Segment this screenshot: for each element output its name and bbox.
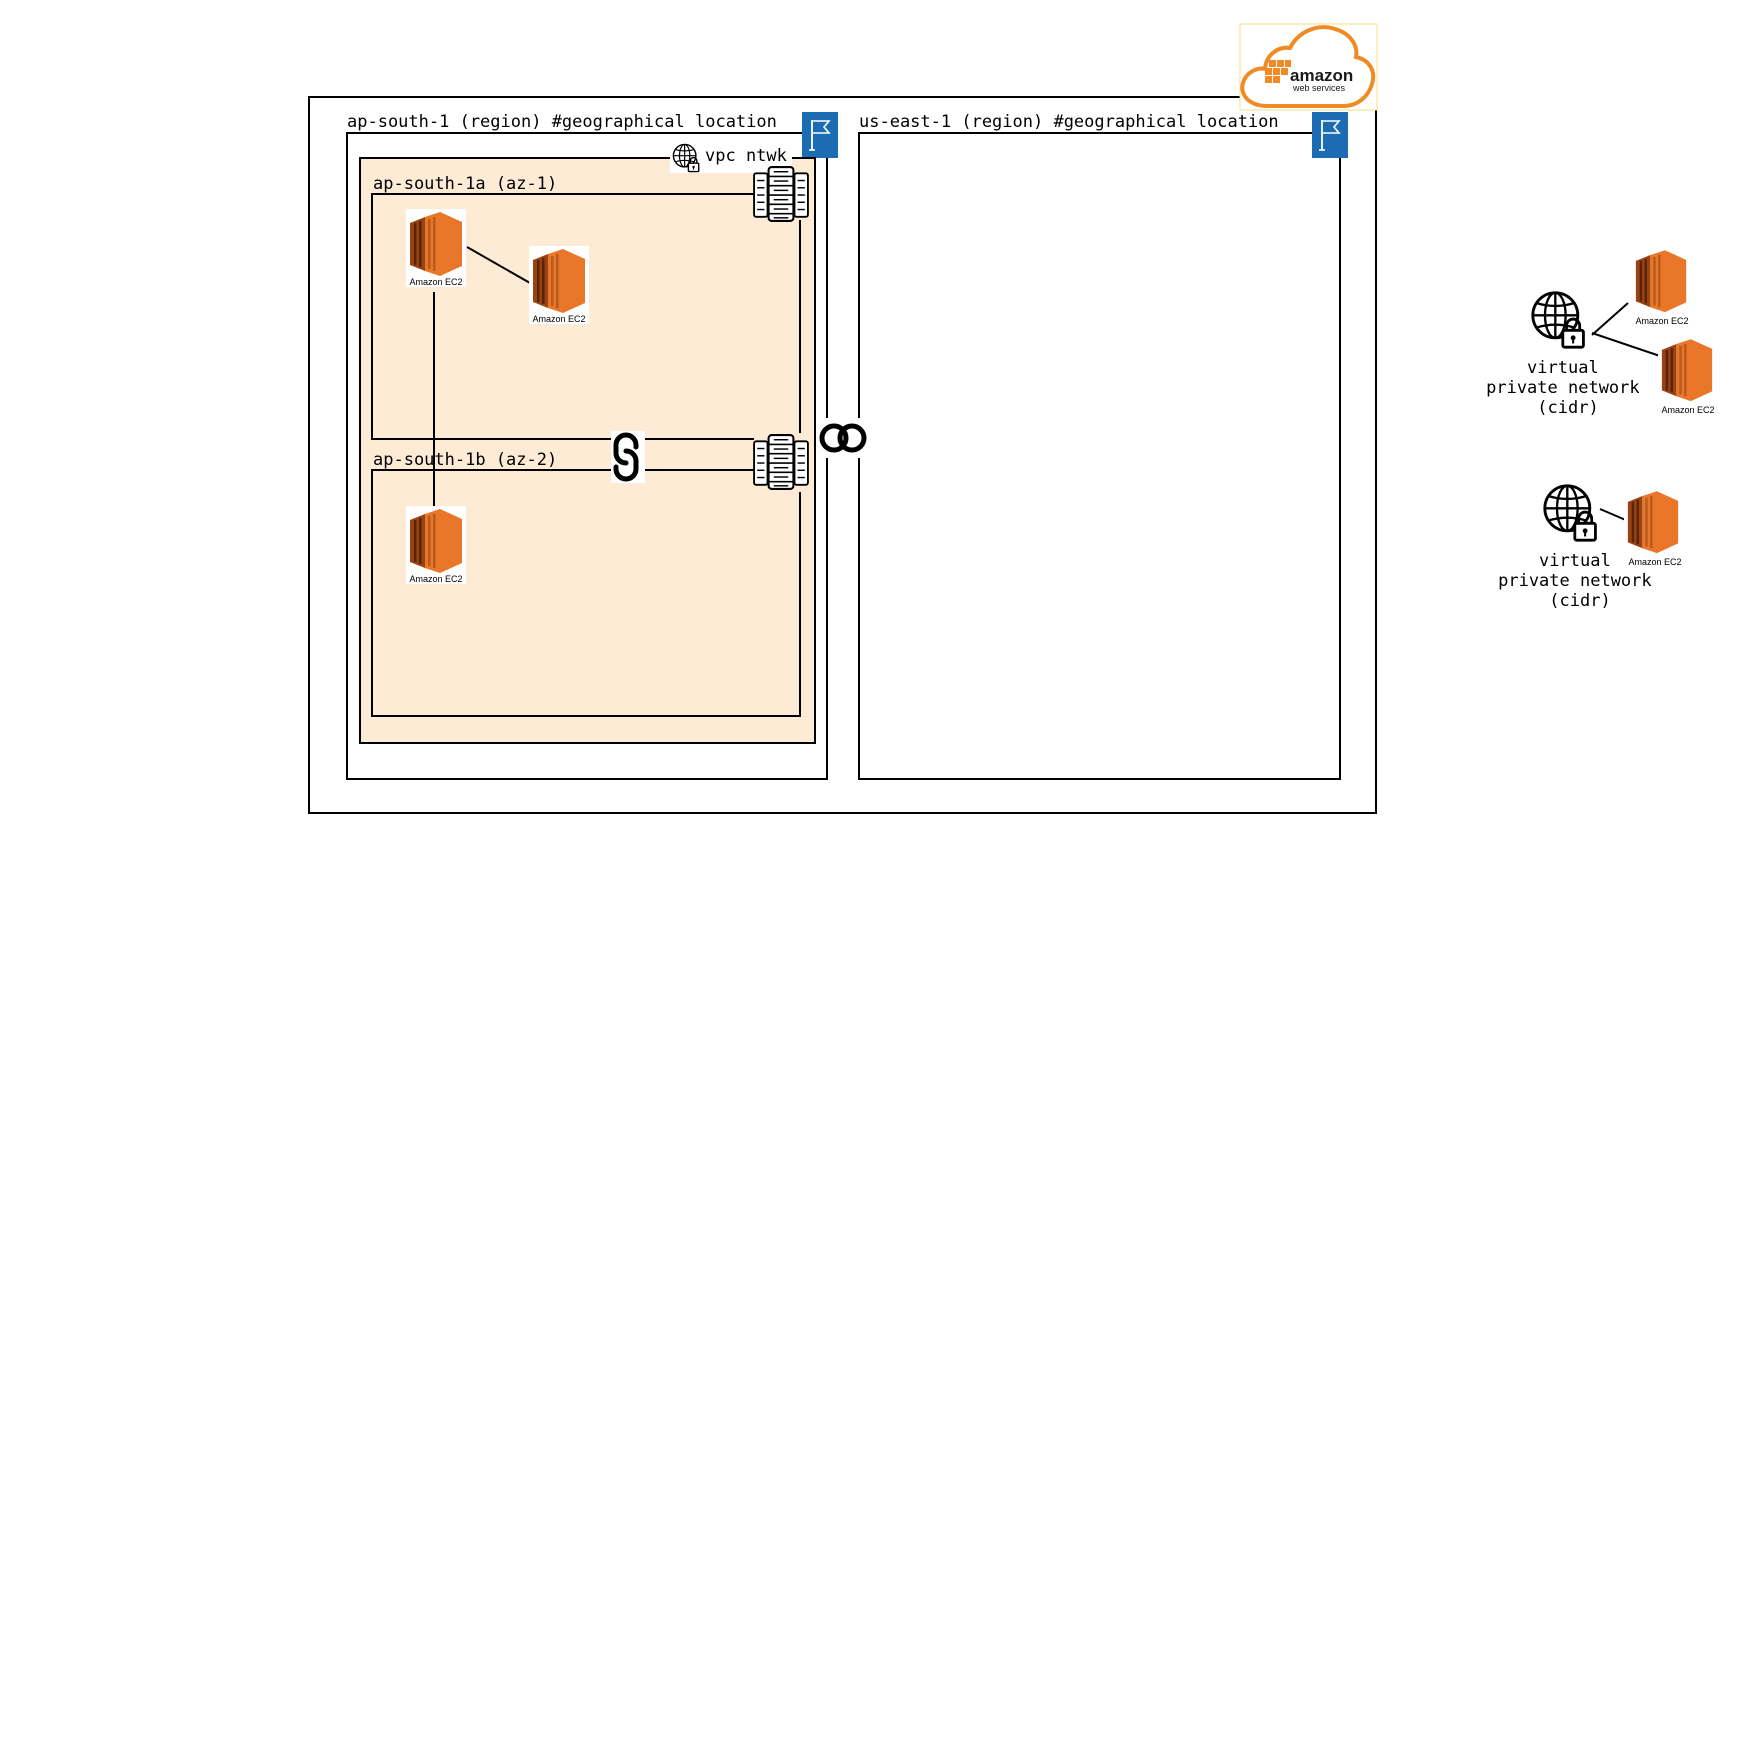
region-flag-icon — [802, 112, 838, 158]
aws-logo-word: amazon — [1290, 66, 1353, 85]
aws-logo: amazon web services — [1239, 23, 1378, 111]
ec2-label: Amazon EC2 — [532, 314, 585, 324]
ec2-instance: Amazon EC2 — [1632, 247, 1690, 326]
az-2-label: ap-south-1b (az-2) — [373, 450, 557, 470]
az-1-server-rack-icon — [753, 166, 809, 222]
az-2-box — [371, 469, 801, 717]
ec2-instance: Amazon EC2 — [1658, 336, 1716, 415]
ec2-label: Amazon EC2 — [409, 277, 462, 287]
vpn-legend-label: virtual private network (cidr) — [1486, 358, 1650, 418]
region-flag-icon — [1312, 112, 1348, 158]
aws-cloud-boundary — [308, 96, 1377, 814]
ec2-instance: Amazon EC2 — [1624, 488, 1682, 567]
az-1-box — [371, 193, 754, 440]
ec2-label: Amazon EC2 — [1635, 316, 1688, 326]
ec2-instance: Amazon EC2 — [406, 209, 466, 287]
ec2-label: Amazon EC2 — [409, 574, 462, 584]
vpn-connection-line — [1599, 508, 1629, 522]
ec2-instance: Amazon EC2 — [406, 506, 466, 584]
ec2-connection-line — [466, 246, 531, 284]
vpn-legend-label: virtual private network (cidr) — [1498, 551, 1662, 611]
vpn-connection-line — [1591, 302, 1629, 336]
az-2-server-rack-icon — [753, 434, 809, 490]
region-us-east-1-box — [858, 132, 1341, 780]
region-us-east-1-label: us-east-1 (region) #geographical locatio… — [859, 112, 1279, 132]
vpn-connection-line — [1591, 332, 1661, 357]
region-ap-south-1-label: ap-south-1 (region) #geographical locati… — [347, 112, 777, 132]
az-link-chain-icon — [611, 431, 645, 483]
ec2-instance: Amazon EC2 — [529, 246, 589, 324]
aws-logo-sub: web services — [1292, 83, 1346, 93]
ec2-label: Amazon EC2 — [1628, 557, 1681, 567]
vpc-label: vpc ntwk — [705, 146, 787, 166]
region-peering-link-icon — [818, 418, 870, 458]
az-1-label: ap-south-1a (az-1) — [373, 174, 557, 194]
ec2-label: Amazon EC2 — [1661, 405, 1714, 415]
vpn-globe-lock-icon — [1531, 291, 1585, 349]
vpn-globe-lock-icon — [1543, 484, 1597, 542]
